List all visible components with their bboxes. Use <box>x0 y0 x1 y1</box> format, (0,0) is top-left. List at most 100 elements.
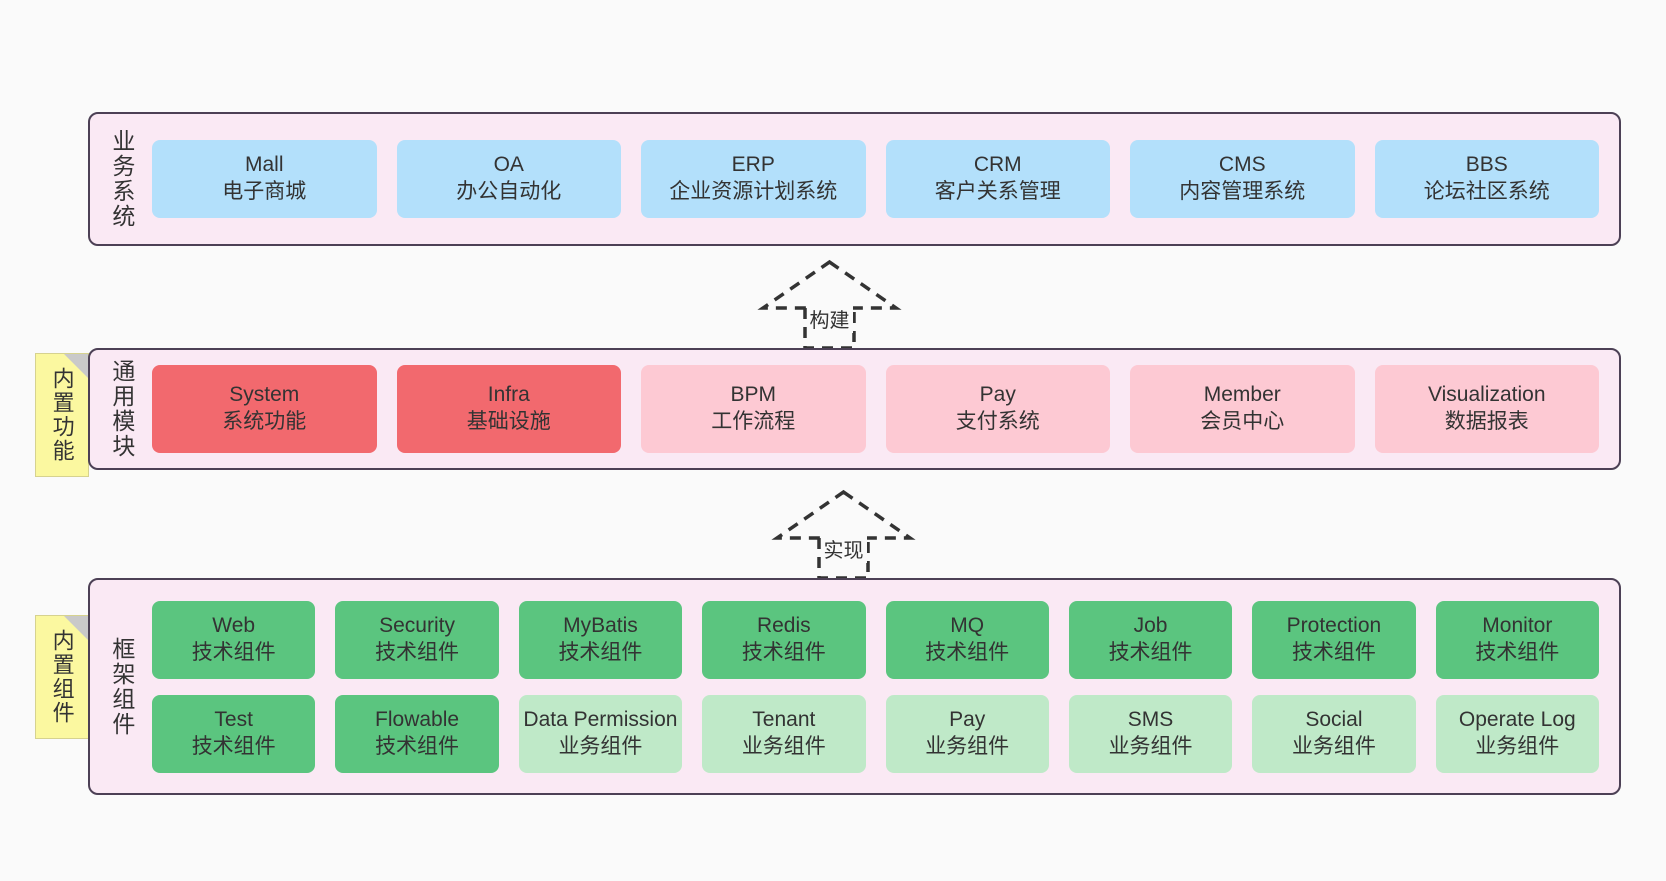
connector-implement: 实现 <box>771 488 916 578</box>
layer-business-system-body: Mall 电子商城 OA 办公自动化 ERP 企业资源计划系统 CRM 客户关系… <box>142 114 1619 244</box>
box-social[interactable]: Social 业务组件 <box>1252 694 1416 773</box>
connector-build-arrow <box>757 259 902 348</box>
layer-common-modules-title: 通用模块 <box>108 359 135 459</box>
box-bpm-cn: 工作流程 <box>711 410 796 433</box>
box-job-cn: 技术组件 <box>1108 640 1193 664</box>
box-erp-en: ERP <box>731 153 775 177</box>
box-security[interactable]: Security 技术组件 <box>335 600 499 679</box>
box-monitor-cn: 技术组件 <box>1475 640 1560 664</box>
box-crm[interactable]: CRM 客户关系管理 <box>885 140 1110 218</box>
box-member[interactable]: Member 会员中心 <box>1130 365 1355 453</box>
box-operate-log-cn: 业务组件 <box>1475 734 1560 758</box>
box-infra[interactable]: Infra 基础设施 <box>396 365 621 453</box>
box-operate-log-en: Operate Log <box>1458 707 1576 731</box>
note-builtin-function[interactable]: 内置功能 <box>35 353 89 477</box>
box-tenant-cn: 业务组件 <box>741 734 826 758</box>
box-tenant[interactable]: Tenant 业务组件 <box>702 694 866 773</box>
box-redis-cn: 技术组件 <box>741 640 826 664</box>
box-web[interactable]: Web 技术组件 <box>152 600 316 679</box>
box-mq-en: MQ <box>950 613 985 637</box>
framework-row-business: Test 技术组件 Flowable 技术组件 Data Permission … <box>152 694 1599 773</box>
note-fold-corner-icon <box>64 354 88 378</box>
box-job[interactable]: Job 技术组件 <box>1068 600 1233 679</box>
box-flowable-cn: 技术组件 <box>375 734 460 758</box>
box-bbs-en: BBS <box>1465 153 1508 177</box>
box-web-en: Web <box>212 613 256 637</box>
box-test-en: Test <box>214 707 253 731</box>
box-web-cn: 技术组件 <box>191 640 276 664</box>
box-job-en: Job <box>1133 613 1168 637</box>
note-builtin-component-label: 内置组件 <box>49 629 75 725</box>
connector-build-label: 构建 <box>806 304 853 333</box>
box-mq-cn: 技术组件 <box>925 640 1010 664</box>
box-protection-cn: 技术组件 <box>1291 640 1376 664</box>
box-pay-component-en: Pay <box>949 707 986 731</box>
box-mybatis-cn: 技术组件 <box>558 640 643 664</box>
box-mq[interactable]: MQ 技术组件 <box>885 600 1049 679</box>
box-data-permission-cn: 业务组件 <box>558 734 643 758</box>
layer-common-modules[interactable]: 通用模块 System 系统功能 Infra 基础设施 BPM 工作流程 Pay… <box>88 348 1621 470</box>
box-sms-cn: 业务组件 <box>1108 734 1193 758</box>
box-system[interactable]: System 系统功能 <box>152 365 377 453</box>
box-cms-cn: 内容管理系统 <box>1179 180 1306 203</box>
box-data-permission[interactable]: Data Permission 业务组件 <box>518 694 683 773</box>
framework-row-technical: Web 技术组件 Security 技术组件 MyBatis 技术组件 Redi… <box>152 600 1599 679</box>
box-mall-en: Mall <box>244 153 284 177</box>
box-visualization[interactable]: Visualization 数据报表 <box>1374 365 1599 453</box>
box-tenant-en: Tenant <box>752 707 816 731</box>
box-pay-module-en: Pay <box>979 383 1016 407</box>
box-monitor-en: Monitor <box>1482 613 1553 637</box>
box-oa[interactable]: OA 办公自动化 <box>396 140 621 218</box>
box-crm-cn: 客户关系管理 <box>934 180 1061 203</box>
box-bpm-en: BPM <box>730 383 776 407</box>
note-fold-corner-icon <box>64 616 88 640</box>
modules-row: System 系统功能 Infra 基础设施 BPM 工作流程 Pay 支付系统… <box>152 365 1599 453</box>
layer-framework-components-body: Web 技术组件 Security 技术组件 MyBatis 技术组件 Redi… <box>142 580 1619 793</box>
box-member-en: Member <box>1203 383 1281 407</box>
box-visualization-en: Visualization <box>1427 383 1546 407</box>
box-pay-component[interactable]: Pay 业务组件 <box>885 694 1049 773</box>
box-mall-cn: 电子商城 <box>222 180 307 203</box>
box-mall[interactable]: Mall 电子商城 <box>152 140 377 218</box>
box-pay-component-cn: 业务组件 <box>925 734 1010 758</box>
layer-business-system-title: 业务系统 <box>108 129 135 229</box>
box-system-en: System <box>229 383 300 407</box>
box-pay-module[interactable]: Pay 支付系统 <box>885 365 1110 453</box>
layer-framework-components[interactable]: 框架组件 Web 技术组件 Security 技术组件 MyBatis 技术组件… <box>88 578 1621 795</box>
connector-implement-arrow <box>771 489 916 578</box>
box-sms[interactable]: SMS 业务组件 <box>1068 694 1233 773</box>
business-row: Mall 电子商城 OA 办公自动化 ERP 企业资源计划系统 CRM 客户关系… <box>152 140 1599 218</box>
box-erp-cn: 企业资源计划系统 <box>669 180 838 203</box>
box-security-en: Security <box>379 613 455 637</box>
box-monitor[interactable]: Monitor 技术组件 <box>1435 600 1599 679</box>
box-system-cn: 系统功能 <box>222 410 307 433</box>
box-bbs[interactable]: BBS 论坛社区系统 <box>1374 140 1599 218</box>
box-protection[interactable]: Protection 技术组件 <box>1252 600 1416 679</box>
box-protection-en: Protection <box>1286 613 1382 637</box>
box-flowable[interactable]: Flowable 技术组件 <box>335 694 499 773</box>
connector-implement-label: 实现 <box>820 534 867 563</box>
box-mybatis-en: MyBatis <box>563 613 638 637</box>
box-infra-cn: 基础设施 <box>466 410 551 433</box>
layer-framework-components-title: 框架组件 <box>108 636 135 737</box>
box-infra-en: Infra <box>487 383 530 407</box>
box-erp[interactable]: ERP 企业资源计划系统 <box>641 140 866 218</box>
box-bpm[interactable]: BPM 工作流程 <box>641 365 866 453</box>
box-redis-en: Redis <box>756 613 811 637</box>
layer-business-system[interactable]: 业务系统 Mall 电子商城 OA 办公自动化 ERP 企业资源计划系统 CRM… <box>88 112 1621 246</box>
note-builtin-function-label: 内置功能 <box>49 367 75 463</box>
box-pay-module-cn: 支付系统 <box>955 410 1040 433</box>
box-cms-en: CMS <box>1218 153 1266 177</box>
box-sms-en: SMS <box>1127 707 1174 731</box>
box-data-permission-en: Data Permission <box>523 707 678 731</box>
box-flowable-en: Flowable <box>375 707 460 731</box>
box-security-cn: 技术组件 <box>375 640 460 664</box>
box-mybatis[interactable]: MyBatis 技术组件 <box>518 600 683 679</box>
box-test[interactable]: Test 技术组件 <box>152 694 316 773</box>
box-redis[interactable]: Redis 技术组件 <box>702 600 866 679</box>
box-oa-cn: 办公自动化 <box>456 180 562 203</box>
box-operate-log[interactable]: Operate Log 业务组件 <box>1435 694 1599 773</box>
box-member-cn: 会员中心 <box>1200 410 1285 433</box>
box-cms[interactable]: CMS 内容管理系统 <box>1130 140 1355 218</box>
note-builtin-component[interactable]: 内置组件 <box>35 615 89 739</box>
